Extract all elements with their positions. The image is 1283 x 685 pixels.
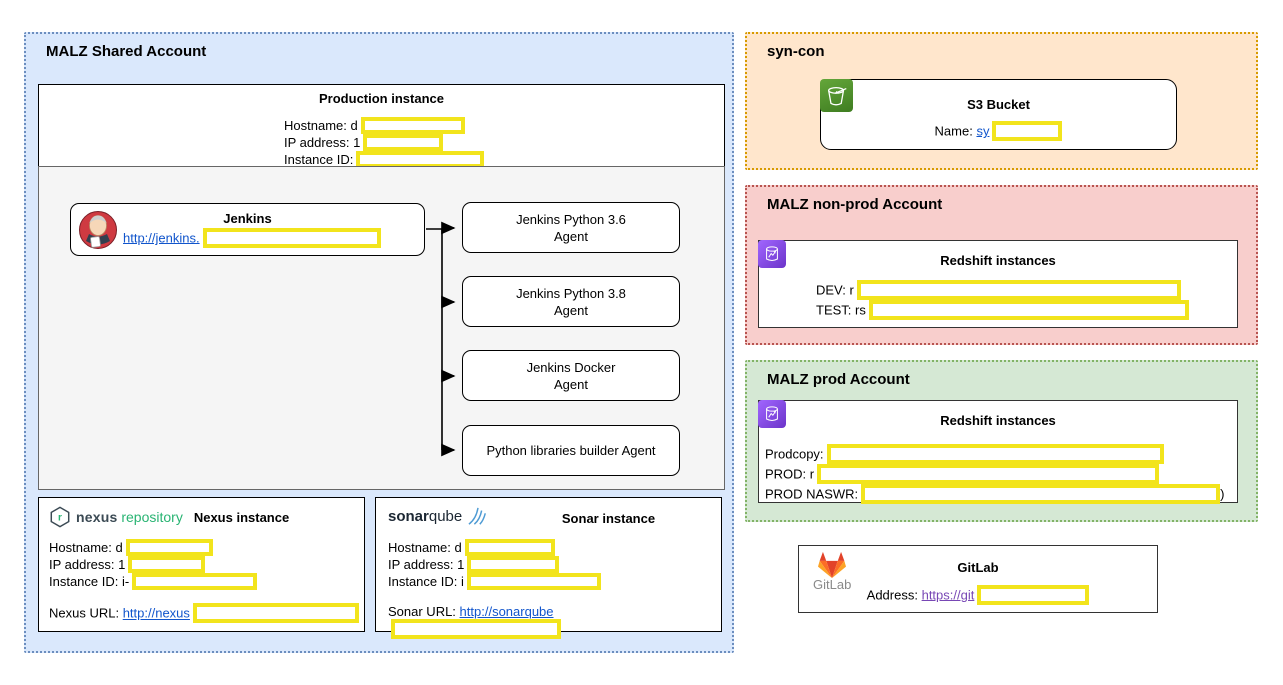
gitlab-title: GitLab bbox=[957, 560, 999, 575]
gitlab-tanuki-icon bbox=[818, 551, 847, 579]
redacted-text bbox=[464, 539, 555, 557]
redacted-text bbox=[826, 444, 1164, 464]
redacted-text bbox=[192, 603, 359, 624]
gitlab-logo: GitLab bbox=[813, 551, 851, 592]
s3-title: S3 Bucket bbox=[967, 97, 1030, 112]
prod-prodcopy-line: Prodcopy: bbox=[765, 444, 1225, 465]
syncon-title: syn-con bbox=[767, 43, 825, 60]
prod-naswr-line: PROD NASWR:) bbox=[765, 484, 1225, 505]
redacted-text bbox=[202, 228, 381, 248]
redacted-text bbox=[128, 556, 206, 574]
agent-label: Jenkins Python 3.6 bbox=[516, 211, 626, 227]
gitlab-address-link[interactable]: https://git bbox=[921, 587, 975, 603]
nexus-logo-text2: repository bbox=[121, 509, 183, 525]
jenkins-url-link[interactable]: http://jenkins. bbox=[123, 230, 200, 246]
production-details: Hostname: d IP address: 1 Instance ID: bbox=[284, 117, 485, 169]
redacted-text bbox=[992, 121, 1063, 141]
sonarqube-waves-icon bbox=[468, 507, 487, 525]
sonarqube-logo-bold: sonar bbox=[388, 507, 429, 525]
agent-label: Python libraries builder Agent bbox=[486, 443, 656, 458]
s3-name-link[interactable]: sy bbox=[976, 123, 990, 139]
sonar-details: Hostname: d IP address: 1 Instance ID: i… bbox=[388, 539, 721, 640]
nexus-url-link[interactable]: http://nexus bbox=[122, 605, 190, 621]
nonprod-redshift-title: Redshift instances bbox=[940, 253, 1056, 268]
prod-prod-line: PROD: r bbox=[765, 464, 1225, 485]
redshift-icon bbox=[758, 240, 786, 268]
nonprod-redshift-box: Redshift instances DEV: r TEST: rs bbox=[758, 240, 1238, 328]
agent-label: Agent bbox=[554, 376, 588, 392]
production-instance-box: Production instance Hostname: d IP addre… bbox=[38, 84, 725, 169]
agent-label: Jenkins Python 3.8 bbox=[516, 285, 626, 301]
nexus-instance-box: r nexus repository Nexus instance Hostna… bbox=[38, 497, 365, 632]
svg-text:r: r bbox=[58, 513, 62, 524]
jenkins-box: Jenkins http://jenkins. bbox=[70, 203, 425, 256]
agent-box-libraries-builder: Python libraries builder Agent bbox=[462, 425, 680, 476]
redacted-text bbox=[856, 280, 1181, 300]
prod-title: MALZ prod Account bbox=[767, 371, 910, 388]
nonprod-dev-line: DEV: r bbox=[816, 280, 1189, 301]
nonprod-details: DEV: r TEST: rs bbox=[816, 280, 1189, 321]
production-instance-title: Production instance bbox=[319, 91, 444, 106]
redacted-text bbox=[132, 573, 258, 591]
jenkins-butler-icon bbox=[79, 211, 117, 249]
redacted-text bbox=[817, 464, 1160, 484]
redacted-text bbox=[977, 585, 1090, 605]
agent-label: Jenkins Docker bbox=[526, 359, 616, 375]
gitlab-logo-text: GitLab bbox=[813, 577, 852, 592]
s3-bucket-icon bbox=[820, 79, 853, 112]
nexus-title: Nexus instance bbox=[193, 509, 290, 525]
production-hostname: Hostname: d bbox=[284, 117, 484, 135]
nonprod-title: MALZ non-prod Account bbox=[767, 196, 943, 213]
nexus-hexagon-icon: r bbox=[50, 506, 70, 528]
agent-label: Agent bbox=[554, 228, 588, 244]
gitlab-box: GitLab GitLab Address: https://git bbox=[798, 545, 1158, 613]
redacted-text bbox=[360, 117, 465, 135]
nexus-logo: r nexus repository Nexus instance bbox=[49, 506, 289, 528]
prod-redshift-box: Redshift instances Prodcopy: PROD: r PRO… bbox=[758, 400, 1238, 505]
redacted-text bbox=[466, 573, 601, 591]
prod-details: Prodcopy: PROD: r PROD NASWR:) bbox=[765, 444, 1225, 505]
sonar-url-link[interactable]: http://sonarqube bbox=[459, 604, 554, 620]
s3-bucket-box: S3 Bucket Name: sy bbox=[820, 79, 1177, 150]
redacted-text bbox=[467, 556, 560, 574]
agent-label: Agent bbox=[554, 302, 588, 318]
gitlab-address-line: Address: https://git bbox=[799, 585, 1157, 606]
jenkins-url-line: http://jenkins. bbox=[123, 228, 381, 249]
s3-name-line: Name: sy bbox=[821, 121, 1176, 142]
agent-box-python38: Jenkins Python 3.8 Agent bbox=[462, 276, 680, 327]
sonar-title: Sonar instance bbox=[561, 511, 656, 526]
shared-account-title: MALZ Shared Account bbox=[46, 43, 207, 60]
redacted-text bbox=[363, 134, 444, 152]
nexus-details: Hostname: d IP address: 1 Instance ID: i… bbox=[49, 539, 359, 624]
nonprod-test-line: TEST: rs bbox=[816, 300, 1189, 321]
nexus-logo-text: nexus bbox=[76, 509, 118, 525]
sonarqube-logo-light: qube bbox=[428, 507, 463, 525]
prod-redshift-title: Redshift instances bbox=[940, 413, 1056, 428]
sonar-instance-box: sonarqube Sonar instance Hostname: d IP … bbox=[375, 497, 722, 640]
redshift-icon bbox=[758, 400, 786, 428]
redacted-text bbox=[868, 300, 1189, 320]
agent-box-python36: Jenkins Python 3.6 Agent bbox=[462, 202, 680, 253]
sonarqube-logo: sonarqube bbox=[388, 506, 489, 526]
production-ip: IP address: 1 bbox=[284, 134, 484, 152]
redacted-text bbox=[125, 539, 213, 557]
redacted-text bbox=[861, 484, 1221, 504]
agent-box-docker: Jenkins Docker Agent bbox=[462, 350, 680, 401]
jenkins-title: Jenkins bbox=[223, 211, 272, 226]
redacted-text bbox=[391, 619, 561, 640]
